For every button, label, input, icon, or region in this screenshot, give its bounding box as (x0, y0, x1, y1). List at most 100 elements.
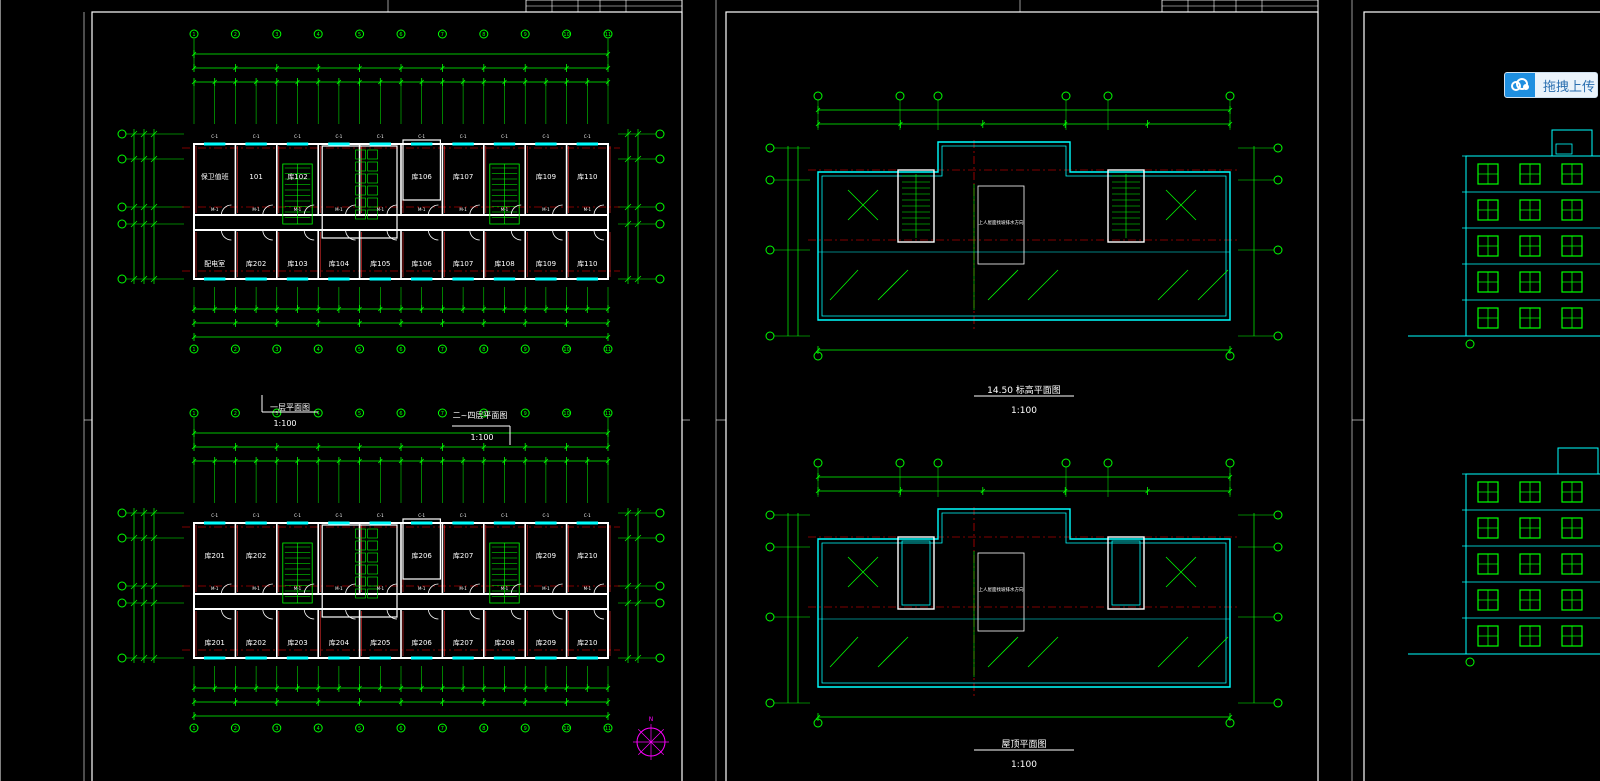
axis-bubble (230, 344, 240, 354)
door-swing (428, 583, 439, 595)
dimension-slash (274, 444, 280, 450)
axis-bubble (1103, 91, 1113, 101)
stair-housing-wall (897, 536, 935, 610)
stair (489, 542, 520, 604)
axis-label: 11 (605, 726, 611, 732)
roof-plan-title: 14.50 标高平面图 (987, 384, 1061, 396)
roof-note-box (977, 552, 1025, 632)
dimension-slash (315, 699, 321, 705)
axis-label: 8 (482, 32, 485, 38)
axis-label: 4 (317, 726, 320, 732)
dimension-slash (191, 699, 197, 705)
dimension-slash (624, 203, 632, 211)
dimension-slash (274, 65, 280, 71)
cloud-upload-icon (1505, 73, 1535, 97)
sheet2-title-block (1019, 0, 1319, 13)
axis-label: 9 (524, 347, 527, 353)
room-label: 库103 (287, 259, 307, 268)
roof-drainage-note: 上人屋面找坡排水方向 (979, 219, 1024, 226)
dimension-slash (634, 654, 642, 662)
window-tag: C-1 (211, 134, 218, 139)
door-tag: M-1 (377, 207, 385, 212)
elevation-window (1561, 517, 1583, 539)
axis-bubble (230, 723, 240, 733)
door-swing (552, 583, 563, 595)
room-label: 库109 (536, 259, 556, 268)
door-swing (552, 229, 563, 241)
axis-bubble (765, 245, 775, 255)
axis-label: 10 (563, 32, 569, 38)
axis-bubble (189, 408, 199, 418)
door-tag: M-1 (294, 586, 302, 591)
door-swing (262, 583, 273, 595)
dimension-slash (564, 320, 569, 326)
axis-label: 7 (441, 726, 444, 732)
drag-upload-label: 拖拽上传 (1543, 79, 1596, 95)
door-swing (345, 229, 356, 241)
axis-label: 9 (524, 411, 527, 417)
dimension-slash (140, 130, 148, 138)
dimension-slash (130, 130, 138, 138)
dimension-slash (634, 509, 642, 517)
dimension-slash (634, 582, 642, 590)
elevation-window (1519, 589, 1541, 611)
window-tag: C-1 (253, 513, 260, 518)
axis-bubble (655, 274, 665, 284)
dimension-slash (815, 474, 821, 480)
room-label: 库106 (412, 259, 433, 268)
door-swing (428, 608, 439, 620)
drainage-arrow (1027, 636, 1059, 668)
axis-bubble (117, 129, 127, 139)
dimension-slash (440, 444, 445, 450)
axis-label: 8 (482, 726, 485, 732)
room-label: 库107 (453, 259, 473, 268)
toilet-wall (321, 524, 398, 618)
stair (282, 542, 313, 604)
door-tag: M-1 (294, 207, 302, 212)
door-swing (428, 204, 439, 216)
axis-bubble (813, 458, 823, 468)
axis-bubble (437, 408, 447, 418)
axis-bubble (117, 274, 127, 284)
dimension-slash (130, 155, 138, 163)
axis-bubble (765, 143, 775, 153)
axis-bubble (655, 129, 665, 139)
drag-upload-button[interactable]: 拖拽上传 (1504, 72, 1598, 98)
axis-label: 2 (234, 726, 237, 732)
room-label: 库208 (494, 638, 514, 647)
dimension-slash (140, 203, 148, 211)
axis-bubble (230, 408, 240, 418)
door-swing (221, 608, 232, 620)
dimension-slash (233, 65, 238, 71)
room-label: 库204 (329, 638, 350, 647)
door-tag: M-1 (459, 586, 467, 591)
door-swing (262, 229, 273, 241)
north-arrow-ray (638, 741, 652, 755)
dimension-slash (898, 121, 903, 127)
plan-scale-upper-floors: 1:100 (470, 433, 493, 442)
axis-bubble (396, 29, 406, 39)
window-tag: C-1 (211, 513, 218, 518)
axis-label: 8 (482, 347, 485, 353)
dimension-slash (564, 444, 569, 450)
toilet-fixture (367, 540, 378, 551)
door-tag: M-1 (584, 207, 592, 212)
drainage-arrow (829, 636, 859, 668)
dimension-slash (481, 444, 487, 450)
window-tag: C-1 (543, 513, 550, 518)
axis-bubble (655, 581, 665, 591)
axis-label: 2 (234, 411, 237, 417)
dimension-slash (624, 275, 632, 283)
dimension-slash (634, 275, 642, 283)
dimension-slash (130, 534, 138, 542)
axis-bubble (117, 533, 127, 543)
window-tag: C-1 (336, 513, 343, 518)
dimension-slash (140, 599, 148, 607)
dimension-slash (191, 430, 197, 436)
elevation-window (1561, 235, 1583, 257)
roof-stair-housing (1557, 447, 1599, 475)
dimension-slash (130, 509, 138, 517)
stair-housing (1107, 536, 1145, 610)
